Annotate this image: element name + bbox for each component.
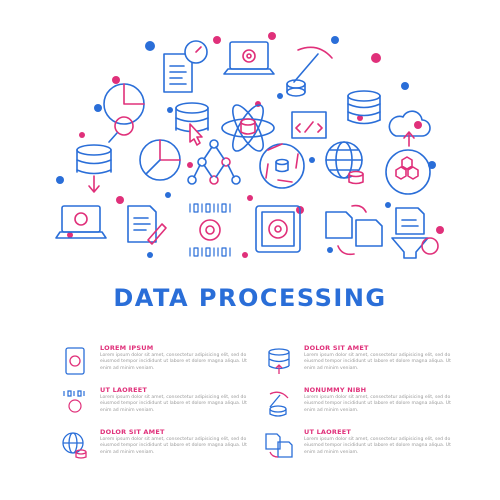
page-title: DATA PROCESSING xyxy=(113,284,387,312)
feature-body: Lorem ipsum dolor sit amet, consectetur … xyxy=(304,353,451,371)
feature-item: UT LAOREET Lorem ipsum dolor sit amet, c… xyxy=(60,386,260,432)
feature-body: Lorem ipsum dolor sit amet, consectetur … xyxy=(304,395,451,413)
cloud-upload-icon xyxy=(388,110,431,147)
tablet-gear-icon xyxy=(255,205,301,253)
feature-body: Lorem ipsum dolor sit amet, consectetur … xyxy=(100,437,247,455)
document-pen-icon xyxy=(127,205,167,245)
database-upload-icon xyxy=(268,348,290,374)
feature-heading: DOLOR SIT AMET xyxy=(304,344,369,352)
database-search-icon xyxy=(103,83,145,143)
hexagon-cycle-icon xyxy=(385,149,431,195)
feature-heading: LOREM IPSUM xyxy=(100,344,154,352)
database-download-icon xyxy=(76,144,112,193)
pickaxe-icon xyxy=(286,46,333,97)
speedometer-doc-icon xyxy=(163,40,208,93)
shutter-database-icon xyxy=(259,143,305,189)
binary-gear-icon xyxy=(63,390,85,413)
feature-body: Lorem ipsum dolor sit amet, consectetur … xyxy=(100,353,247,371)
code-document-icon xyxy=(291,111,327,139)
globe-database-icon xyxy=(62,432,87,459)
hero-illustration xyxy=(55,32,444,259)
funnel-gear-icon xyxy=(391,207,439,259)
globe-database-icon xyxy=(325,141,364,185)
pie-chart-icon xyxy=(139,139,181,181)
feature-item: DOLOR SIT AMET Lorem ipsum dolor sit ame… xyxy=(60,428,260,474)
file-exchange-icon xyxy=(325,204,383,256)
feature-heading: DOLOR SIT AMET xyxy=(100,428,165,436)
file-exchange-icon xyxy=(265,433,293,458)
database-click-icon xyxy=(175,102,209,146)
feature-item: DOLOR SIT AMET Lorem ipsum dolor sit ame… xyxy=(264,344,464,390)
laptop-settings-icon xyxy=(55,205,107,239)
tablet-gear-icon xyxy=(65,347,85,375)
feature-item: UT LAOREET Lorem ipsum dolor sit amet, c… xyxy=(264,428,464,474)
feature-heading: NONUMMY NIBH xyxy=(304,386,367,394)
feature-heading: UT LAOREET xyxy=(304,428,351,436)
database-stack-icon xyxy=(347,90,381,125)
feature-body: Lorem ipsum dolor sit amet, consectetur … xyxy=(304,437,451,455)
feature-body: Lorem ipsum dolor sit amet, consectetur … xyxy=(100,395,247,413)
feature-item: NONUMMY NIBH Lorem ipsum dolor sit amet,… xyxy=(264,386,464,432)
feature-item: LOREM IPSUM Lorem ipsum dolor sit amet, … xyxy=(60,344,260,390)
laptop-gear-icon xyxy=(223,41,275,75)
binary-gear-icon xyxy=(189,203,231,257)
pickaxe-database-icon xyxy=(269,391,289,417)
neural-network-icon xyxy=(187,139,241,185)
feature-heading: UT LAOREET xyxy=(100,386,147,394)
atom-database-icon xyxy=(221,104,275,152)
